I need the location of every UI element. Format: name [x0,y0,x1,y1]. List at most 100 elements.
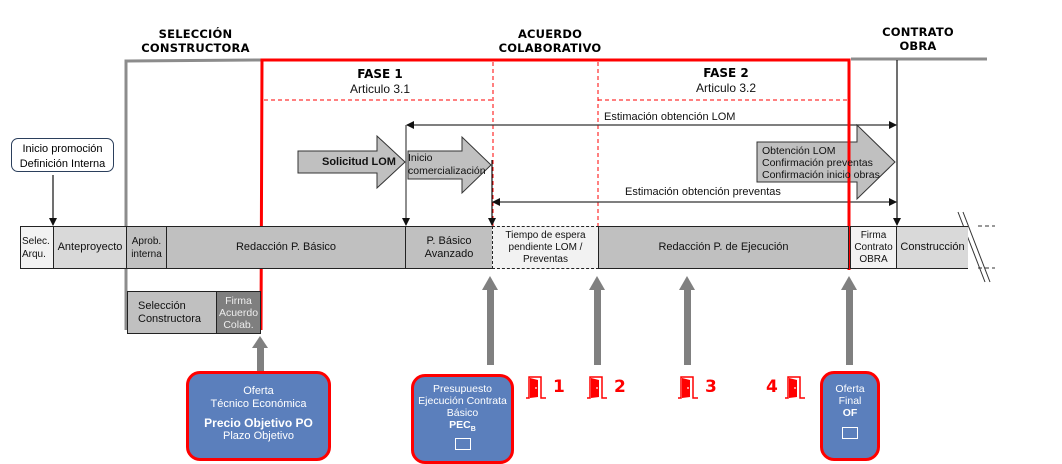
phase-title-acuerdo: ACUERDO COLABORATIVO [480,27,620,55]
segment-line: OBRA [859,253,888,265]
obtencion-lom-label: Obtención LOM Confirmación preventas Con… [762,145,880,181]
phase-title-line: ACUERDO [517,27,583,41]
pec-box: Presupuesto Ejecución Contrata Básico PE… [411,374,514,464]
exit-2: 2 [586,375,626,399]
segment-line: Tiempo de espera [505,229,586,241]
segment-line: Constructora [138,312,201,325]
fase1-title: FASE 1 [357,67,403,81]
door-exit-icon [784,376,805,399]
of-label: OF [842,407,858,419]
segment-line: interna [131,248,162,260]
phase-title-line: COLABORATIVO [498,41,602,55]
segment-line: pendiente LOM / [508,241,583,253]
box-line: Plazo Objetivo [223,430,294,442]
up-arrow-exit-3 [679,276,695,365]
estimacion-preventas-label: Estimación obtención preventas [625,186,781,198]
inicio-comercializacion-block-arrow [407,135,492,195]
segment-line: Arqu. [22,248,46,260]
phase-title-seleccion: SELECCIÓN CONSTRUCTORA [128,27,263,55]
segment-line: Acuerdo [218,306,259,319]
phase-title-line: SELECCIÓN [158,27,233,41]
box-line: Básico [446,407,479,419]
phase-title-line: OBRA [899,39,937,53]
timeline-segment-aprob-interna: Aprob.interna [126,226,167,269]
break-mark-1 [957,211,986,283]
label-line: Inicio [408,152,433,164]
segment-line: Firma [225,294,252,307]
box-line: Presupuesto [433,383,492,395]
oferta-final-box: Oferta Final OF [820,371,880,461]
document-icon [454,438,471,451]
timeline-segment-construccion: Construcción [896,226,968,269]
door-exit-icon [587,376,607,399]
up-arrow-pec [482,276,498,365]
door-exit-icon [526,376,546,399]
exit-3: 3 [677,375,717,399]
seleccion-frame [124,58,263,330]
exit-4: 4 [766,375,806,399]
fase2-subtitle: Articulo 3.2 [695,81,757,95]
oferta-tecnico-economica-box: Oferta Técnico Económica Precio Objetivo… [186,371,331,461]
obtencion-lom-block-arrow [756,123,896,201]
box-line: Oferta [243,385,274,397]
segment-line: Firma [860,229,887,241]
door-exit-icon [678,376,698,399]
inicio-comercializacion-label: Inicio comercialización [408,152,486,178]
exit-1: 1 [525,375,565,399]
label-line: Obtención LOM [762,145,836,157]
timeline-segment-anteproyecto: Anteproyecto [53,226,127,269]
segment-line: Redacción P. Básico [235,241,337,253]
fase1-subtitle: Articulo 3.1 [349,82,411,96]
solicitud-lom-label: Solicitud LOM [322,156,396,168]
segment-line: Preventas [522,253,568,265]
label-line: comercialización [408,165,486,177]
fase2-title: FASE 2 [703,66,749,80]
segment-line: Selección [138,299,186,312]
diagram-graphics [49,57,995,375]
inicio-promocion-callout: Inicio promoción Definición Interna [11,138,114,172]
break-mark-2 [962,211,991,283]
up-arrow-firma-acuerdo [252,336,268,375]
exit-number: 3 [705,377,717,397]
precio-objetivo-label: Precio Objetivo PO [204,416,313,430]
timeline-segment-redaccion-basico: Redacción P. Básico [166,226,406,269]
pec-label: PECB [414,419,511,436]
segment-line: Colab. [223,318,254,331]
segment-line: P. Básico [426,234,472,247]
phase-title-line: CONTRATO [882,25,954,39]
callout-line: Definición Interna [19,158,106,170]
segment-line: Redacción P. de Ejecución [658,241,789,253]
exit-number: 2 [614,377,626,397]
pec-text: PEC [449,419,471,431]
segment-line: Selec. [22,235,50,247]
phase-title-contrato: CONTRATO OBRA [868,25,968,53]
up-arrow-exit-2 [589,276,605,365]
pec-subscript: B [470,426,476,434]
label-line: Confirmación preventas [762,157,873,169]
box-line: Oferta [835,383,865,395]
timeline-segment-redaccion-ejecucion: Redacción P. de Ejecución [598,226,849,269]
segment-line: Avanzado [424,247,474,260]
segment-line: Aprob. [131,235,162,247]
box-line: Final [838,395,862,407]
segment-line: Anteproyecto [57,241,123,253]
exit-number: 4 [766,377,778,397]
segment-line: Contrato [854,241,893,253]
callout-line: Inicio promoción [22,143,103,155]
segment-line: Construcción [900,241,965,253]
phase-title-line: CONSTRUCTORA [141,41,250,55]
solicitud-lom-block-arrow [297,134,406,190]
up-arrow-oferta-final [841,276,857,365]
document-icon [842,427,858,439]
timeline-segment-selec-arqu: Selec.Arqu. [20,226,54,269]
box-line: Ejecución Contrata [418,395,507,407]
box-line: Técnico Económica [210,398,307,410]
exit-number: 1 [553,377,565,397]
estimacion-lom-label: Estimación obtención LOM [604,111,736,123]
label-line: Confirmación inicio obras [762,169,880,181]
